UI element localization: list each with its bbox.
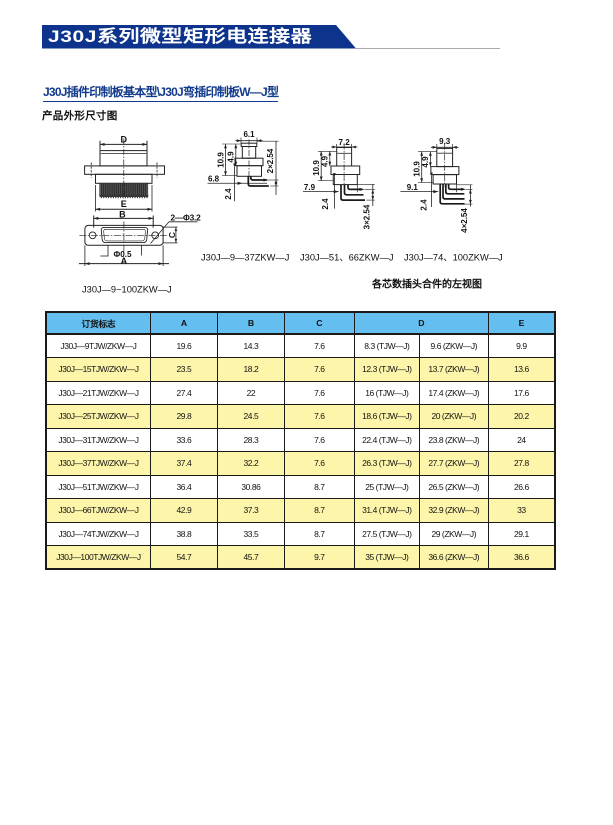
svg-text:4.9: 4.9 — [421, 156, 430, 168]
svg-text:J30J—9~100ZKW—J: J30J—9~100ZKW—J — [82, 285, 172, 295]
svg-text:9.1: 9.1 — [407, 183, 419, 192]
svg-text:4.9: 4.9 — [321, 155, 330, 167]
svg-text:2.4: 2.4 — [224, 188, 233, 200]
svg-text:J30J—9—37ZKW—J: J30J—9—37ZKW—J — [201, 253, 289, 263]
svg-text:4.9: 4.9 — [227, 151, 236, 163]
svg-text:2—Φ3.2: 2—Φ3.2 — [171, 213, 202, 223]
svg-text:7.9: 7.9 — [304, 183, 316, 192]
svg-text:10.9: 10.9 — [413, 161, 422, 177]
svg-text:3×2.54: 3×2.54 — [363, 204, 372, 229]
svg-text:7.2: 7.2 — [339, 138, 351, 147]
svg-text:Φ0.5: Φ0.5 — [114, 250, 133, 259]
svg-text:J30J—51、66ZKW—J: J30J—51、66ZKW—J — [300, 253, 394, 263]
svg-text:A: A — [121, 256, 128, 266]
svg-text:J30J—74、100ZKW—J: J30J—74、100ZKW—J — [404, 253, 503, 263]
svg-text:9.3: 9.3 — [439, 137, 451, 146]
svg-text:6.8: 6.8 — [208, 174, 220, 183]
svg-text:10.9: 10.9 — [312, 160, 321, 176]
svg-text:4×2.54: 4×2.54 — [460, 208, 469, 233]
svg-text:2.4: 2.4 — [419, 199, 428, 211]
svg-text:E: E — [121, 199, 127, 209]
svg-text:2.4: 2.4 — [321, 198, 330, 210]
svg-text:B: B — [119, 209, 126, 219]
svg-text:各芯数插头合件的左视图: 各芯数插头合件的左视图 — [371, 278, 482, 291]
svg-text:10.9: 10.9 — [216, 152, 225, 168]
svg-text:6.1: 6.1 — [243, 130, 255, 139]
svg-text:C: C — [167, 232, 177, 238]
svg-text:2×2.54: 2×2.54 — [266, 148, 275, 173]
